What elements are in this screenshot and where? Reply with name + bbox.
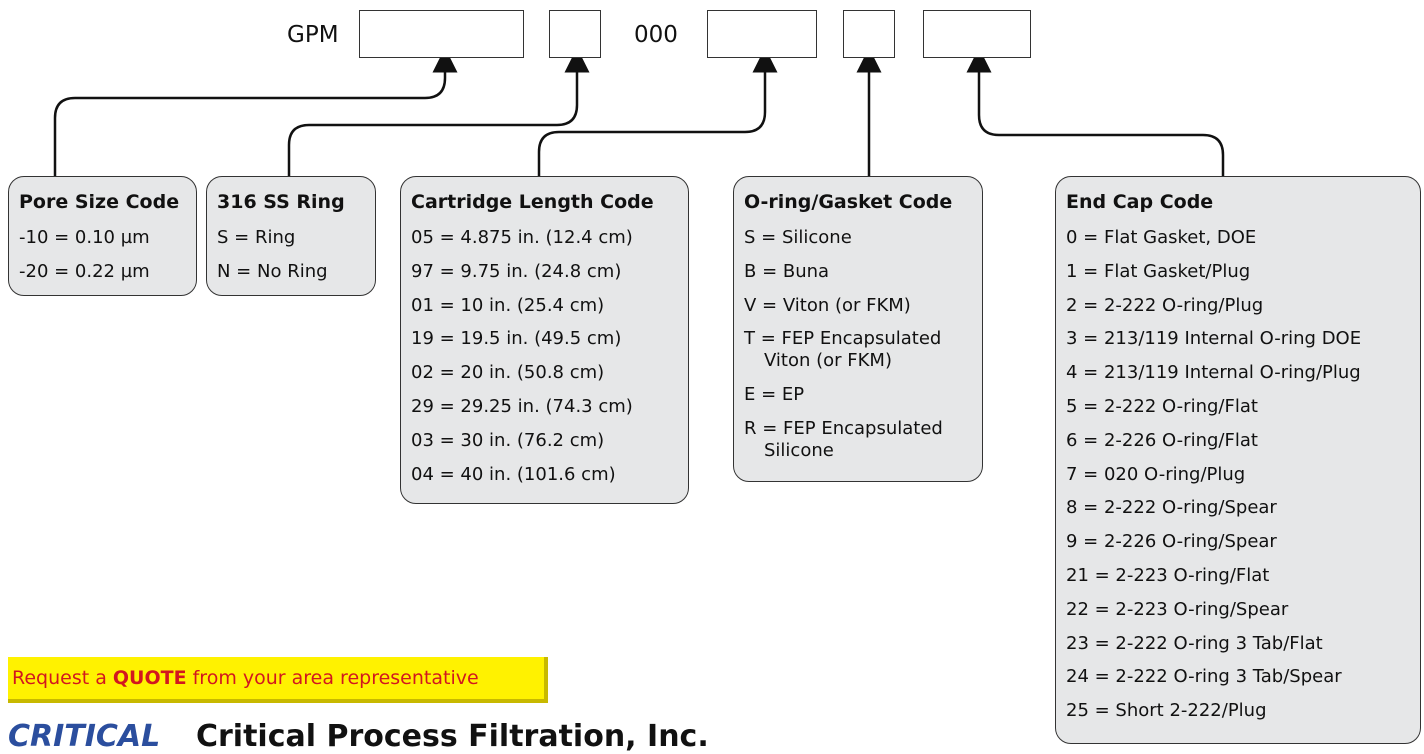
pore-size-option: -10 = 0.10 µm bbox=[19, 227, 150, 248]
end-cap-code-box: End Cap Code 0 = Flat Gasket, DOE 1 = Fl… bbox=[1055, 176, 1421, 744]
quote-text-after: from your area representative bbox=[186, 667, 479, 689]
oring-gasket-code-title: O-ring/Gasket Code bbox=[744, 191, 953, 213]
end-cap-option: 21 = 2-223 O-ring/Flat bbox=[1066, 564, 1270, 586]
end-cap-option: 0 = Flat Gasket, DOE bbox=[1066, 227, 1257, 248]
oring-code-field bbox=[843, 10, 895, 58]
end-cap-option: 3 = 213/119 Internal O-ring DOE bbox=[1066, 328, 1362, 350]
pore-size-code-box: Pore Size Code -10 = 0.10 µm -20 = 0.22 … bbox=[8, 176, 197, 296]
connector-length bbox=[537, 47, 778, 176]
oring-option: V = Viton (or FKM) bbox=[744, 294, 911, 316]
oring-option: B = Buna bbox=[744, 260, 830, 282]
end-cap-option: 1 = Flat Gasket/Plug bbox=[1066, 260, 1251, 282]
oring-option-text: R = FEP Encapsulated bbox=[744, 418, 943, 440]
end-cap-code-title: End Cap Code bbox=[1066, 191, 1214, 213]
part-number-prefix: GPM bbox=[287, 22, 339, 48]
end-cap-option: 9 = 2-226 O-ring/Spear bbox=[1066, 531, 1277, 553]
quote-text-bold: QUOTE bbox=[112, 667, 187, 689]
end-cap-option: 4 = 213/119 Internal O-ring/Plug bbox=[1066, 362, 1361, 384]
length-option: 04 = 40 in. (101.6 cm) bbox=[411, 463, 616, 485]
request-quote-link[interactable]: Request a QUOTE from your area represent… bbox=[8, 657, 548, 703]
end-cap-option: 24 = 2-222 O-ring 3 Tab/Spear bbox=[1066, 666, 1342, 688]
end-cap-option: 22 = 2-223 O-ring/Spear bbox=[1066, 598, 1289, 620]
oring-option: T = FEP Encapsulated Viton (or FKM) bbox=[744, 322, 972, 378]
fixed-segment: 000 bbox=[634, 22, 678, 48]
quote-text-before: Request a bbox=[12, 667, 113, 689]
endcap-code-field bbox=[923, 10, 1031, 58]
end-cap-option: 25 = Short 2-222/Plug bbox=[1066, 700, 1267, 722]
length-option: 02 = 20 in. (50.8 cm) bbox=[411, 362, 605, 384]
ring-code-field bbox=[549, 10, 601, 58]
ring-option: N = No Ring bbox=[217, 260, 328, 282]
cartridge-length-code-box: Cartridge Length Code 05 = 4.875 in. (12… bbox=[400, 176, 689, 504]
length-option: 19 = 19.5 in. (49.5 cm) bbox=[411, 328, 622, 350]
length-option: 05 = 4.875 in. (12.4 cm) bbox=[411, 227, 633, 248]
pore-size-code-title: Pore Size Code bbox=[19, 191, 180, 213]
pore-size-option: -20 = 0.22 µm bbox=[19, 260, 150, 282]
oring-option: E = EP bbox=[744, 384, 805, 406]
length-option: 97 = 9.75 in. (24.8 cm) bbox=[411, 260, 622, 282]
oring-option-continued: Silicone bbox=[764, 440, 834, 462]
oring-option: S = Silicone bbox=[744, 227, 852, 248]
ring-code-box: 316 SS Ring S = Ring N = No Ring bbox=[206, 176, 376, 296]
ring-code-title: 316 SS Ring bbox=[217, 191, 345, 213]
end-cap-option: 7 = 020 O-ring/Plug bbox=[1066, 463, 1246, 485]
connector-pore bbox=[53, 47, 458, 176]
pore-size-code-field bbox=[359, 10, 524, 58]
connector-ring bbox=[287, 47, 590, 176]
oring-option-text: T = FEP Encapsulated bbox=[744, 328, 942, 350]
length-option: 03 = 30 in. (76.2 cm) bbox=[411, 429, 605, 451]
length-code-field bbox=[707, 10, 817, 58]
connector-endcap bbox=[966, 47, 1225, 176]
oring-option: R = FEP Encapsulated Silicone bbox=[744, 412, 972, 468]
footer-company-title: Critical Process Filtration, Inc. bbox=[196, 719, 709, 754]
oring-option-continued: Viton (or FKM) bbox=[764, 350, 892, 372]
cartridge-length-code-title: Cartridge Length Code bbox=[411, 191, 654, 213]
length-option: 29 = 29.25 in. (74.3 cm) bbox=[411, 395, 633, 417]
end-cap-option: 5 = 2-222 O-ring/Flat bbox=[1066, 395, 1258, 417]
footer-logo-word: CRITICAL bbox=[8, 719, 161, 754]
oring-gasket-code-box: O-ring/Gasket Code S = Silicone B = Buna… bbox=[733, 176, 983, 482]
end-cap-option: 6 = 2-226 O-ring/Flat bbox=[1066, 429, 1258, 451]
end-cap-option: 23 = 2-222 O-ring 3 Tab/Flat bbox=[1066, 632, 1323, 654]
end-cap-option: 8 = 2-222 O-ring/Spear bbox=[1066, 497, 1277, 519]
length-option: 01 = 10 in. (25.4 cm) bbox=[411, 294, 605, 316]
ring-option: S = Ring bbox=[217, 227, 296, 248]
end-cap-option: 2 = 2-222 O-ring/Plug bbox=[1066, 294, 1264, 316]
